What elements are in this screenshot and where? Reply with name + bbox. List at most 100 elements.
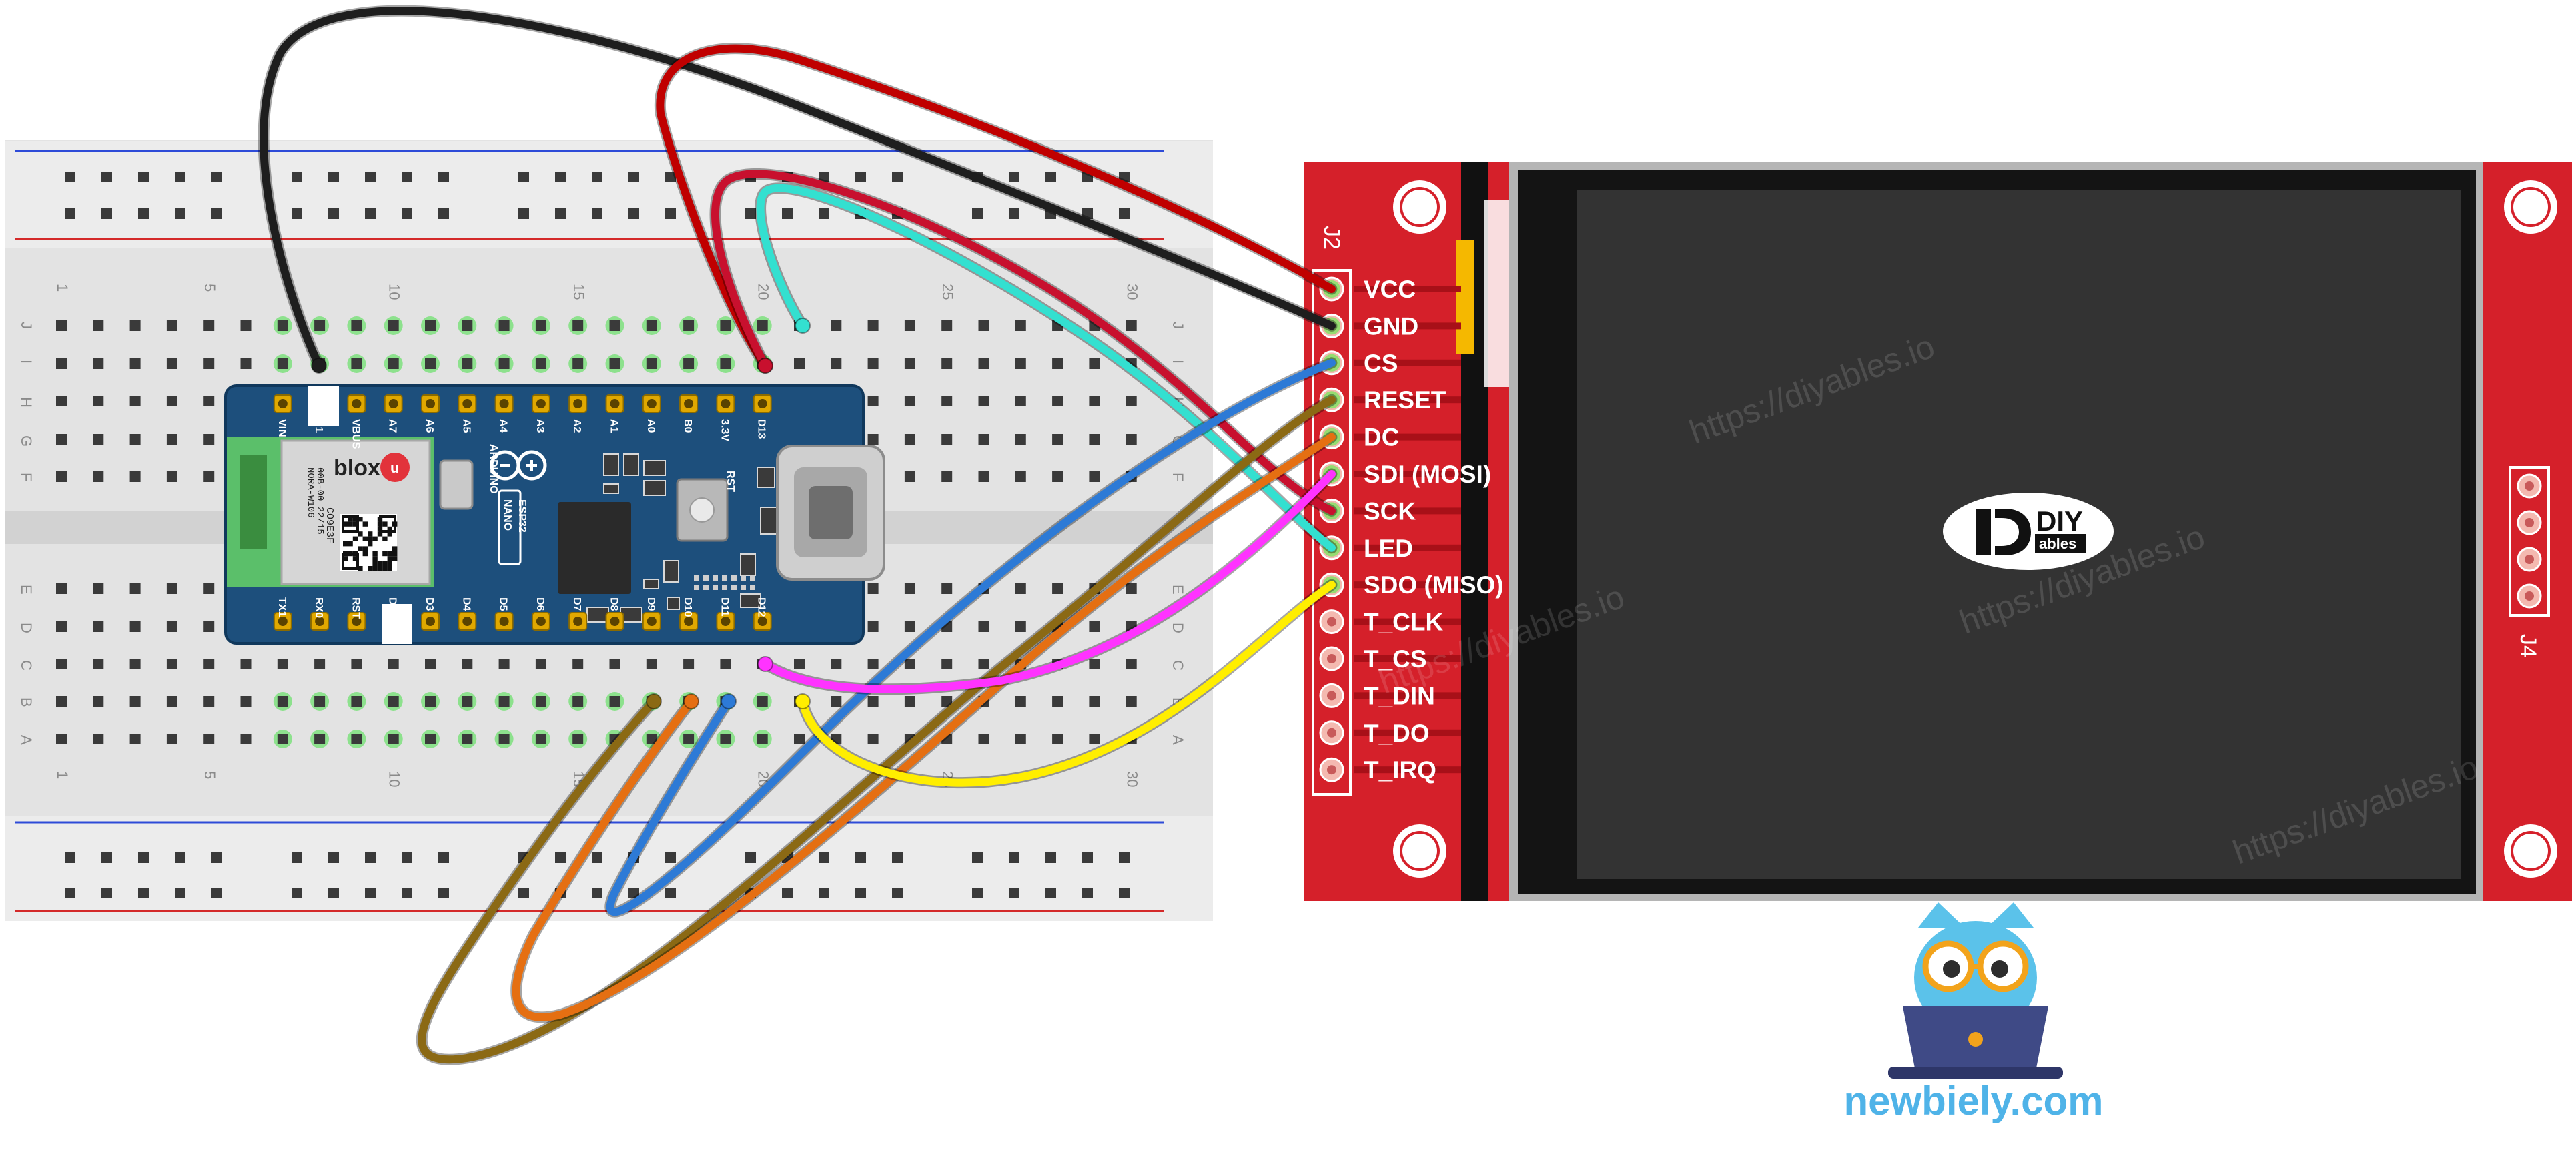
row-letter: F [1170,473,1186,481]
column-number: 20 [755,284,772,300]
vin-marker [308,386,339,426]
crystal-oscillator [439,459,474,510]
mount-hole-bottom-right [2504,824,2557,878]
board-pin-label: B0 [682,419,693,433]
wires [258,5,1338,1065]
board-pin-label: D11 [719,597,730,617]
column-number: 30 [1124,284,1141,300]
row-letter: I [1170,360,1186,364]
esp32-chip [558,502,631,594]
column-number: 5 [201,284,218,292]
row-letter: E [1170,585,1186,595]
board-pin-label: D13 [756,419,767,439]
wire-sck-end [757,358,773,374]
ublox-logo [380,453,410,482]
board-pin-label: D10 [682,597,693,617]
board-pin-label: D12 [756,597,767,617]
wire-cs [606,358,1336,916]
mount-hole-top-right [2504,180,2557,234]
display-pin-label: GND [1364,312,1418,340]
model-line1: NANO [502,499,513,531]
arduino-brand: ARDUINO [488,444,499,494]
j4-pins [2517,473,2542,609]
wire-sck [711,170,1336,515]
column-number: 25 [939,284,956,300]
board-pin-label: A3 [534,419,546,433]
board-pin-label: D5 [498,597,509,611]
wire-mosi-end [757,656,773,672]
column-number: 15 [570,284,587,300]
board-pin-label: A2 [571,419,582,433]
mount-hole-top-left [1393,180,1446,234]
module-id: CO9E3F [324,507,335,543]
arduino-nano-esp32: u blox CO9E3F NORA-W106 00B-00 22/15 ARD… [224,384,885,645]
diyables-logo-icon: DIY ables [1943,493,2114,570]
board-pin-label: 3.3V [719,419,730,441]
display-pin-label: DC [1364,424,1399,451]
board-pin-label: A5 [460,419,472,433]
display-pin-label: LED [1364,535,1413,562]
model-box [498,489,522,565]
wire-dc-end [683,693,699,709]
row-letter: J [18,322,35,329]
board-pin-label: A4 [498,419,509,433]
column-number: 5 [201,771,218,779]
board-pin-label: A7 [387,419,398,433]
row-letter: I [18,360,35,364]
board-pin-label: D4 [460,597,472,611]
board-pin-label: RST [350,597,361,619]
board-pin-label: D3 [424,597,435,611]
board-pin-label: VIN [276,419,288,437]
board-pin-label: TX1 [276,597,288,617]
wire-cs-end [721,693,737,709]
j4-label: J4 [2515,634,2541,658]
board-pin-label: VBUS [350,419,361,449]
board-pin-label: A0 [645,419,657,433]
rst-label: RST [725,471,736,492]
display-pin-label: SDO (MISO) [1364,571,1504,599]
display-pin-label: RESET [1364,386,1446,414]
column-number: 30 [1124,771,1141,787]
wire-reset-end [646,693,662,709]
svg-text:u: u [390,459,399,476]
model-line2: ESP32 [516,499,528,533]
j2-label: J2 [1319,226,1344,250]
column-number: 1 [54,284,71,292]
logo-bottom-text: ables [2039,535,2076,552]
row-letter: E [18,585,35,595]
newbiely-owl-logo-icon [1888,902,2063,1079]
j4-header-outline [2509,466,2550,617]
wire-miso-end [795,693,811,709]
row-letter: A [18,735,35,745]
qr-pattern [342,515,398,571]
row-letter: J [1170,322,1186,329]
arduino-logo-icon [490,450,547,481]
row-letter: C [18,660,35,671]
board-pin-label: A6 [424,419,435,433]
wire-gnd-end [311,358,327,374]
wire-vcc [656,44,1336,370]
row-letter: A [1170,735,1186,745]
display-pin-label: T_CS [1364,645,1427,673]
wire-gnd [260,7,1336,370]
module-line2: NORA-W106 [305,467,316,518]
row-letter: D [18,623,35,633]
newbiely-brand-text: newbiely.com [1843,1079,2103,1123]
row-letter: D [1170,623,1186,633]
display-pin-label: SCK [1364,497,1416,525]
display-pin-label: T_DIN [1364,682,1435,709]
board-pin-label: RX0 [313,597,324,618]
row-letter: B [18,697,35,707]
module-brand: blox [334,455,380,481]
column-number: 10 [386,771,403,787]
column-number: 10 [386,284,403,300]
board-pin-label: D8 [608,597,620,611]
board-pin-label: A1 [608,419,620,433]
mount-hole-bottom-left [1393,824,1446,878]
display-pin-label: T_DO [1364,719,1430,747]
row-letter: C [1170,660,1186,671]
rst-marker [382,604,412,644]
